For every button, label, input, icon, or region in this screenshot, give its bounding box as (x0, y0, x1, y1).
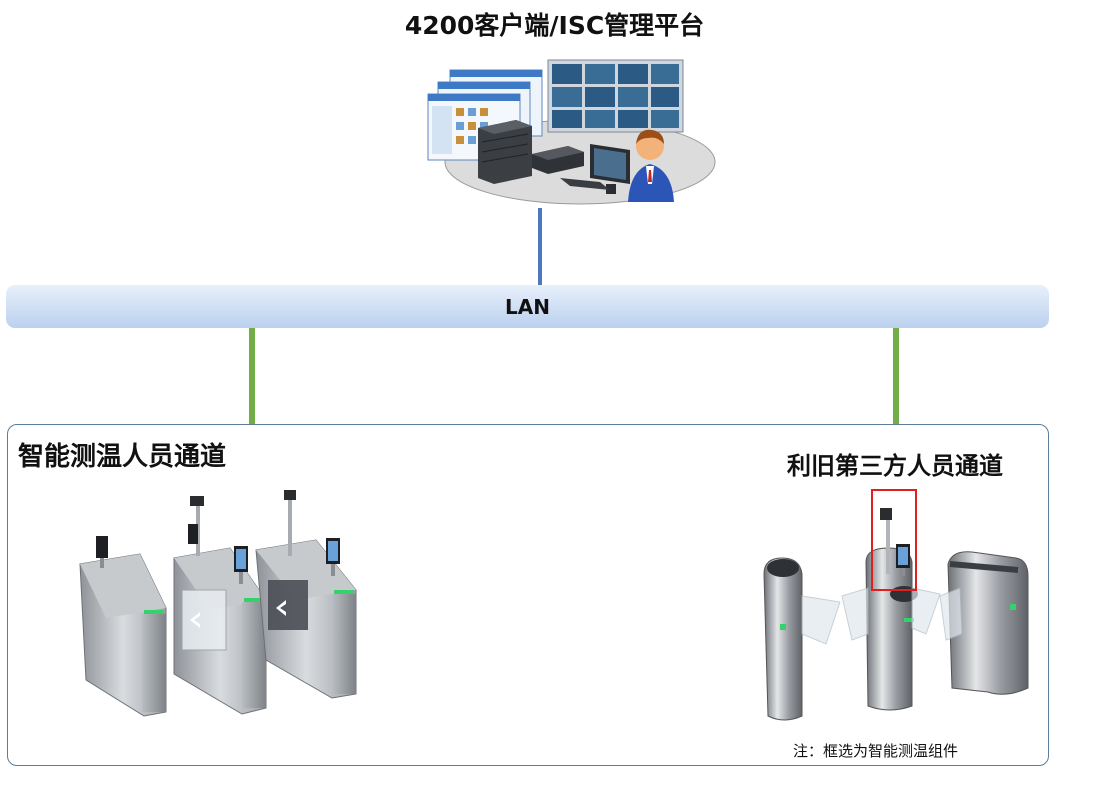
flap-gate-1 (763, 557, 841, 721)
thermometry-gates-illustration (79, 490, 357, 717)
operator-avatar (628, 129, 674, 202)
workstation-monitor (560, 144, 630, 194)
lan-label: LAN (505, 294, 550, 319)
decoder-box (532, 146, 584, 174)
flap-gate-3 (939, 551, 1029, 695)
face-terminal-3 (326, 538, 340, 576)
left-zone-link (249, 328, 255, 438)
lan-bar: LAN (6, 285, 1049, 328)
video-wall (547, 59, 684, 133)
gate-cabinet-3 (255, 539, 357, 699)
gate-cabinet-1 (79, 553, 167, 717)
platform-lan-link (538, 208, 542, 286)
control-center-illustration (427, 59, 716, 205)
flap-gate-2 (841, 547, 941, 711)
server-rack (478, 120, 532, 184)
legacy-gates-illustration (763, 489, 1029, 721)
right-zone-title: 利旧第三方人员通道 (787, 452, 1003, 480)
face-terminal-1 (96, 536, 108, 568)
platform-title: 4200客户端/ISC管理平台 (404, 11, 705, 40)
right-zone-link (893, 328, 899, 438)
thermometry-component (880, 508, 910, 576)
temperature-pole-2 (284, 490, 296, 556)
thermometry-highlight-box (871, 489, 917, 591)
face-terminal-2 (234, 546, 248, 584)
note-text: 注：框选为智能测温组件 (793, 742, 959, 760)
left-zone-title: 智能测温人员通道 (18, 442, 227, 472)
gate-cabinet-2 (173, 547, 267, 715)
temperature-pole-1 (188, 496, 204, 556)
